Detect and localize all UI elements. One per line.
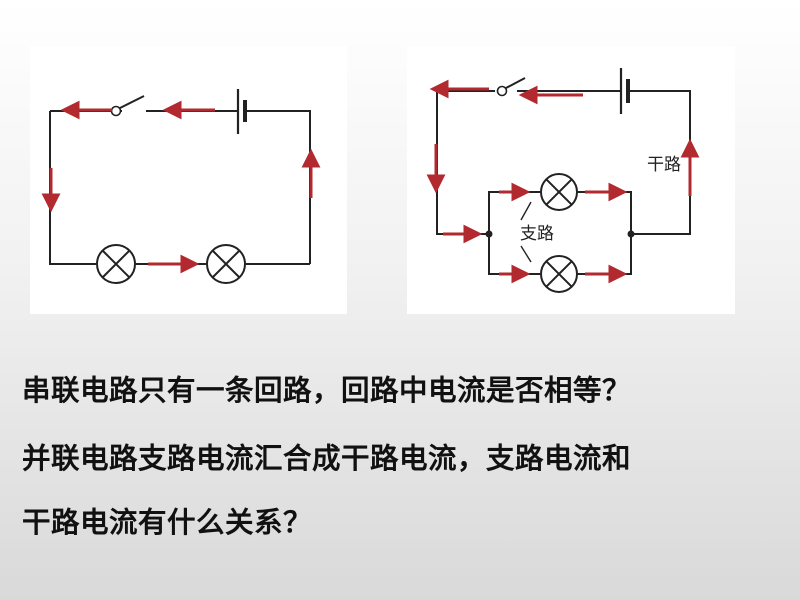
current-arrow (518, 85, 583, 105)
trunk-label: 干路 (647, 155, 681, 175)
series-circuit-diagram (30, 46, 347, 314)
junction-dot (485, 230, 493, 238)
lamp-symbol (206, 244, 246, 284)
question-line-2: 并联电路支路电流汇合成干路电流，支路电流和 (22, 442, 632, 475)
switch-symbol (110, 95, 145, 117)
branch-label-leader-lower (520, 245, 532, 263)
current-arrow (148, 254, 200, 274)
series-wire-left (49, 111, 96, 265)
current-arrow (162, 100, 215, 120)
branch-label: 支路 (520, 224, 554, 244)
current-arrow (499, 264, 531, 284)
current-arrow (60, 100, 112, 120)
question-line-3: 干路电流有什么关系？ (22, 506, 313, 539)
current-arrow (443, 224, 483, 244)
current-arrow (499, 182, 531, 202)
question-line-1: 串联电路只有一条回路，回路中电流是否相等？ (22, 374, 632, 407)
current-arrow (585, 264, 628, 284)
lamp-symbol (96, 244, 136, 284)
parallel-wire-trunk-left (436, 91, 489, 235)
current-arrow (426, 144, 446, 194)
branch-wire-lower-right (577, 234, 632, 275)
switch-symbol (496, 77, 526, 97)
branch-label-leader-upper (520, 201, 532, 221)
current-arrow (585, 182, 628, 202)
branch-wire-upper-right (577, 191, 632, 234)
series-wire-after-battery (246, 110, 311, 264)
lamp-symbol (540, 255, 578, 293)
battery-symbol (236, 89, 247, 134)
junction-dot (627, 230, 635, 238)
current-arrow (680, 138, 700, 196)
battery-symbol (619, 68, 630, 114)
current-arrow (301, 148, 321, 198)
current-arrow (429, 79, 489, 99)
parallel-circuit-diagram: 干路 支路 (407, 46, 735, 314)
current-arrow (41, 168, 61, 213)
lamp-symbol (540, 173, 578, 211)
